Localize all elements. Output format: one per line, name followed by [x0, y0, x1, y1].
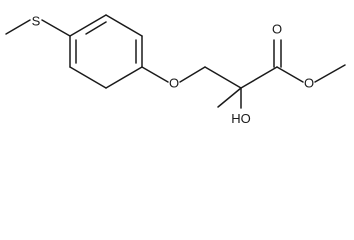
- hydroxyl-o-label: O: [241, 111, 251, 126]
- ring-bond-3: [105, 66, 143, 89]
- ether-oxygen-label: O: [169, 75, 179, 90]
- ring-bond-2: [69, 66, 107, 89]
- sulfur-label: S: [32, 13, 41, 28]
- bond-o-methyl: [314, 64, 346, 83]
- bond-ch2-cq: [204, 66, 242, 89]
- ring-bond-6: [69, 14, 107, 37]
- ring-double-bond-3: [85, 21, 107, 35]
- bond-s-ring: [41, 19, 71, 37]
- bond-ring-o: [141, 66, 169, 83]
- bond-cq-methyl: [217, 87, 242, 108]
- ring-bond-5: [105, 14, 143, 37]
- ester-oxygen-label: O: [304, 75, 314, 90]
- bond-c-o-ester: [276, 66, 304, 83]
- bond-methyl-s: [5, 19, 31, 35]
- bond-cq-c: [240, 66, 278, 89]
- bond-o-ch2: [179, 66, 206, 83]
- hydroxyl-h-label: H: [231, 111, 240, 126]
- molecule-structure: S O HO O O: [5, 13, 346, 126]
- hydroxyl-label: HO: [231, 111, 251, 126]
- carbonyl-oxygen-label: O: [272, 21, 282, 36]
